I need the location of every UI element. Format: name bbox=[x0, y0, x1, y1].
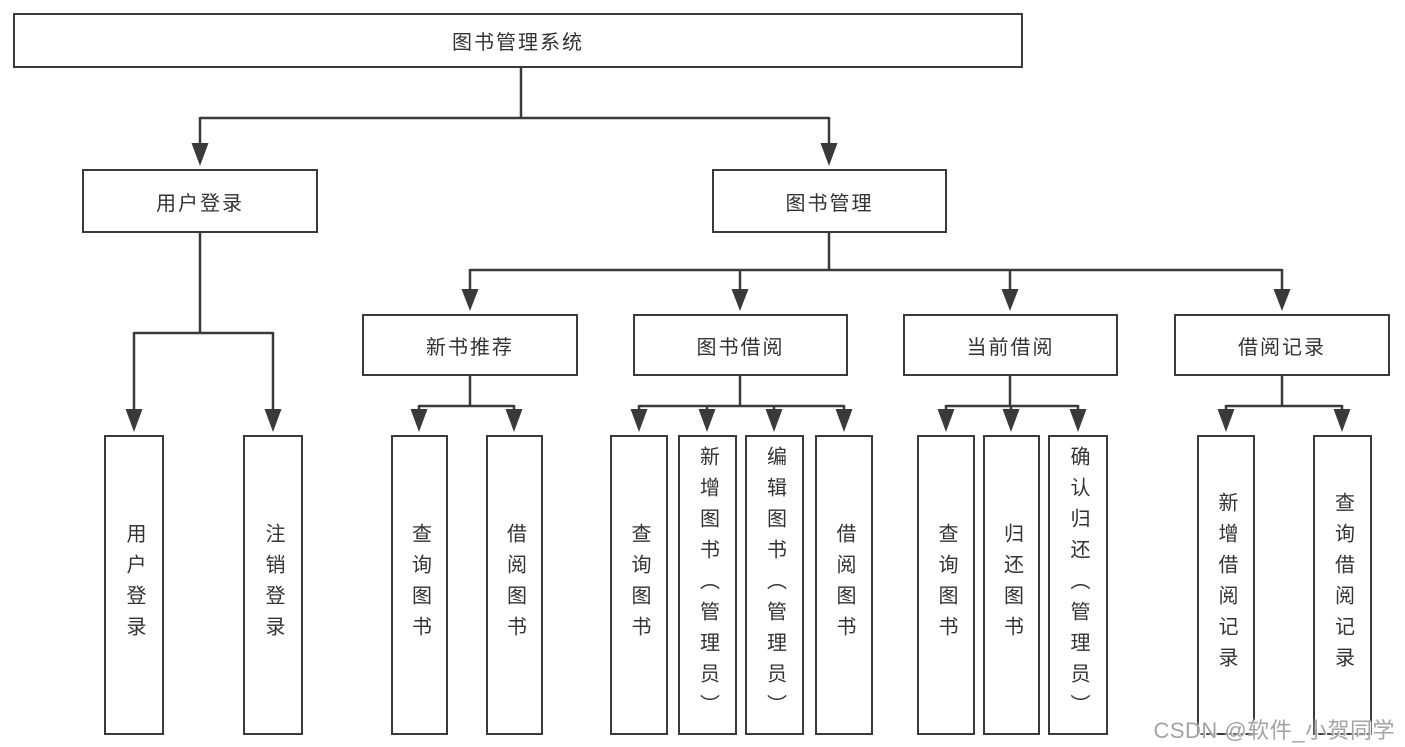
arrowhead bbox=[264, 409, 282, 432]
leaf-query-book-1-label: 查询图书 bbox=[408, 523, 431, 647]
leaf-user-login: 用户登录 bbox=[104, 435, 164, 735]
arrowhead bbox=[731, 289, 749, 311]
arrowhead bbox=[1002, 409, 1020, 432]
arrowheads bbox=[125, 143, 1351, 432]
leaf-borrow-book-1-label: 借阅图书 bbox=[503, 523, 526, 647]
node-book-management-label: 图书管理 bbox=[785, 192, 874, 215]
leaf-user-login-label: 用户登录 bbox=[123, 523, 145, 647]
node-current-borrow-label: 当前借阅 bbox=[966, 336, 1055, 359]
arrowhead bbox=[835, 409, 853, 432]
node-user-login-label: 用户登录 bbox=[156, 192, 244, 215]
leaf-return-book: 归还图书 bbox=[983, 435, 1040, 735]
leaf-query-book-3: 查询图书 bbox=[917, 435, 975, 735]
arrowhead bbox=[1001, 289, 1019, 311]
node-current-borrow: 当前借阅 bbox=[903, 314, 1118, 376]
arrowhead bbox=[125, 409, 143, 432]
leaf-query-book-2-label: 查询图书 bbox=[628, 523, 650, 647]
node-book-management: 图书管理 bbox=[712, 169, 947, 233]
arrowhead bbox=[505, 409, 523, 432]
leaf-confirm-return-admin: 确认归还（管理员） bbox=[1048, 435, 1108, 735]
node-borrow-record: 借阅记录 bbox=[1174, 314, 1390, 376]
leaf-edit-book-admin-label: 编辑图书（管理员） bbox=[763, 445, 786, 725]
arrowhead bbox=[937, 409, 955, 432]
leaf-confirm-return-admin-label: 确认归还（管理员） bbox=[1067, 445, 1089, 725]
leaf-query-book-3-label: 查询图书 bbox=[935, 523, 957, 647]
arrowhead bbox=[1333, 409, 1351, 432]
arrowhead bbox=[698, 409, 716, 432]
arrowhead bbox=[461, 289, 479, 311]
leaf-edit-book-admin: 编辑图书（管理员） bbox=[745, 435, 804, 735]
leaf-logout-label: 注销登录 bbox=[262, 523, 284, 647]
leaf-add-book-admin-label: 新增图书（管理员） bbox=[696, 445, 719, 725]
leaf-borrow-book-2-label: 借阅图书 bbox=[833, 523, 855, 647]
leaf-add-borrow-record-label: 新增借阅记录 bbox=[1215, 492, 1237, 678]
leaf-return-book-label: 归还图书 bbox=[1000, 523, 1023, 647]
node-user-login: 用户登录 bbox=[82, 169, 318, 233]
node-book-borrow: 图书借阅 bbox=[633, 314, 848, 376]
leaf-query-borrow-record: 查询借阅记录 bbox=[1313, 435, 1372, 735]
node-borrow-record-label: 借阅记录 bbox=[1238, 336, 1326, 359]
node-book-borrow-label: 图书借阅 bbox=[696, 336, 785, 359]
leaf-borrow-book-1: 借阅图书 bbox=[486, 435, 543, 735]
leaf-borrow-book-2: 借阅图书 bbox=[815, 435, 873, 735]
node-new-book-recommend: 新书推荐 bbox=[362, 314, 578, 376]
arrowhead bbox=[765, 409, 783, 432]
node-root-system: 图书管理系统 bbox=[13, 13, 1023, 68]
leaf-add-book-admin: 新增图书（管理员） bbox=[678, 435, 737, 735]
leaf-query-book-1: 查询图书 bbox=[391, 435, 448, 735]
arrowhead bbox=[410, 409, 428, 432]
arrowhead bbox=[191, 143, 209, 166]
csdn-watermark: CSDN @软件_小贺同学 bbox=[1153, 718, 1395, 743]
leaf-query-book-2: 查询图书 bbox=[610, 435, 668, 735]
node-new-book-recommend-label: 新书推荐 bbox=[426, 336, 514, 359]
leaf-query-borrow-record-label: 查询借阅记录 bbox=[1331, 492, 1354, 678]
node-root-label: 图书管理系统 bbox=[452, 32, 584, 54]
arrowhead bbox=[1273, 289, 1291, 311]
leaf-add-borrow-record: 新增借阅记录 bbox=[1197, 435, 1255, 735]
arrowhead bbox=[1217, 409, 1235, 432]
arrowhead bbox=[820, 143, 838, 166]
arrowhead bbox=[630, 409, 648, 432]
leaf-logout: 注销登录 bbox=[243, 435, 303, 735]
arrowhead bbox=[1069, 409, 1087, 432]
